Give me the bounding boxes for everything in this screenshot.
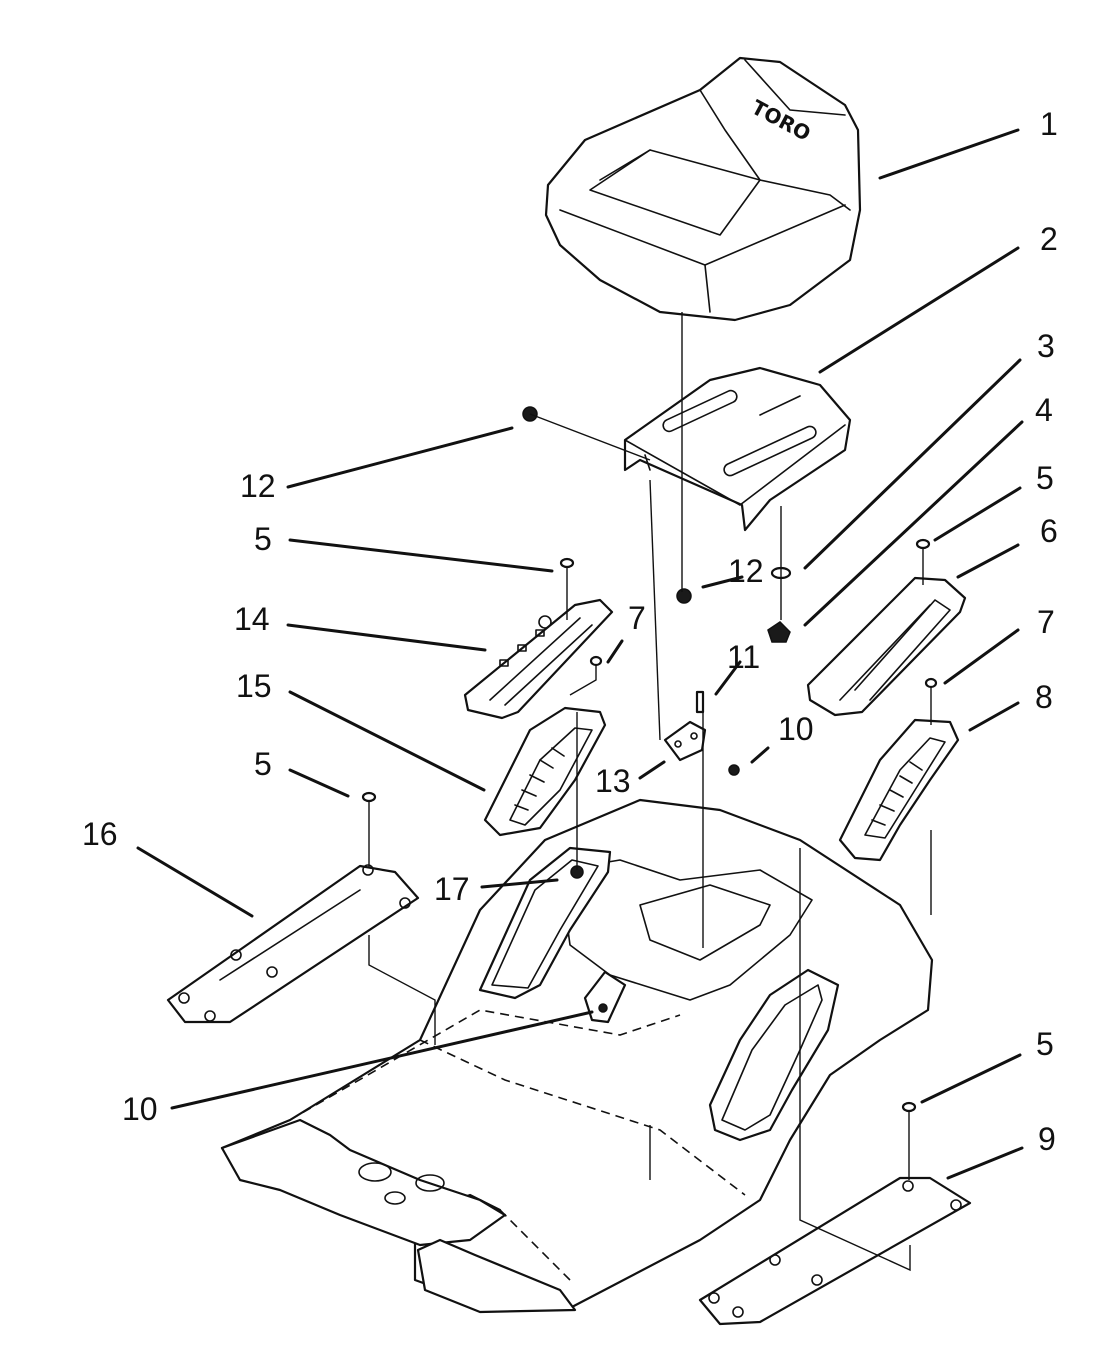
callout-5-left-lower: 5 <box>254 746 272 782</box>
right-side-panel <box>698 1176 972 1326</box>
callout-13: 13 <box>595 763 631 799</box>
callout-10-lower: 10 <box>122 1091 158 1127</box>
clip-13 <box>663 720 707 762</box>
callout-12-center: 12 <box>728 553 764 589</box>
left-seat-rail <box>483 706 607 837</box>
fender-deck <box>220 798 934 1314</box>
nut-10 <box>728 764 740 776</box>
screw-7b <box>924 677 938 689</box>
callout-5-left-upper: 5 <box>254 521 272 557</box>
screw-5d <box>901 1101 917 1113</box>
callout-10-center: 10 <box>778 711 814 747</box>
knob-4 <box>767 621 791 643</box>
seat: TORO <box>544 56 862 322</box>
right-slide-plate <box>806 576 967 717</box>
callout-15: 15 <box>236 668 272 704</box>
screw-7a <box>589 655 603 667</box>
callout-5-right-upper: 5 <box>1036 460 1054 496</box>
screw-5a <box>559 557 575 569</box>
left-side-panel <box>166 864 420 1024</box>
callout-1: 1 <box>1040 106 1058 142</box>
callout-7-center: 7 <box>628 600 646 636</box>
seat-bracket <box>623 366 852 532</box>
callout-17: 17 <box>434 871 470 907</box>
callout-2: 2 <box>1040 221 1058 257</box>
callout-16: 16 <box>82 816 118 852</box>
callout-5-right-lower: 5 <box>1036 1026 1054 1062</box>
left-slide-plate <box>463 598 614 720</box>
callout-4: 4 <box>1035 392 1053 428</box>
leader-lines <box>136 128 1024 1180</box>
callout-9: 9 <box>1038 1121 1056 1157</box>
callout-14: 14 <box>234 601 270 637</box>
callout-11: 11 <box>727 639 760 675</box>
bolt-11 <box>695 690 705 714</box>
flange-nut-12b <box>676 588 692 604</box>
callout-6: 6 <box>1040 513 1058 549</box>
right-seat-rail <box>838 718 960 862</box>
callout-8: 8 <box>1035 679 1053 715</box>
screw-5c <box>361 791 377 803</box>
callout-3: 3 <box>1037 328 1055 364</box>
assembly-lines <box>368 312 932 1272</box>
callout-12-left: 12 <box>240 468 276 504</box>
screw-5b <box>915 538 931 550</box>
callouts: 1 2 3 4 5 6 7 8 12 5 14 12 7 11 15 10 13… <box>82 106 1058 1157</box>
callout-7-right: 7 <box>1037 604 1055 640</box>
